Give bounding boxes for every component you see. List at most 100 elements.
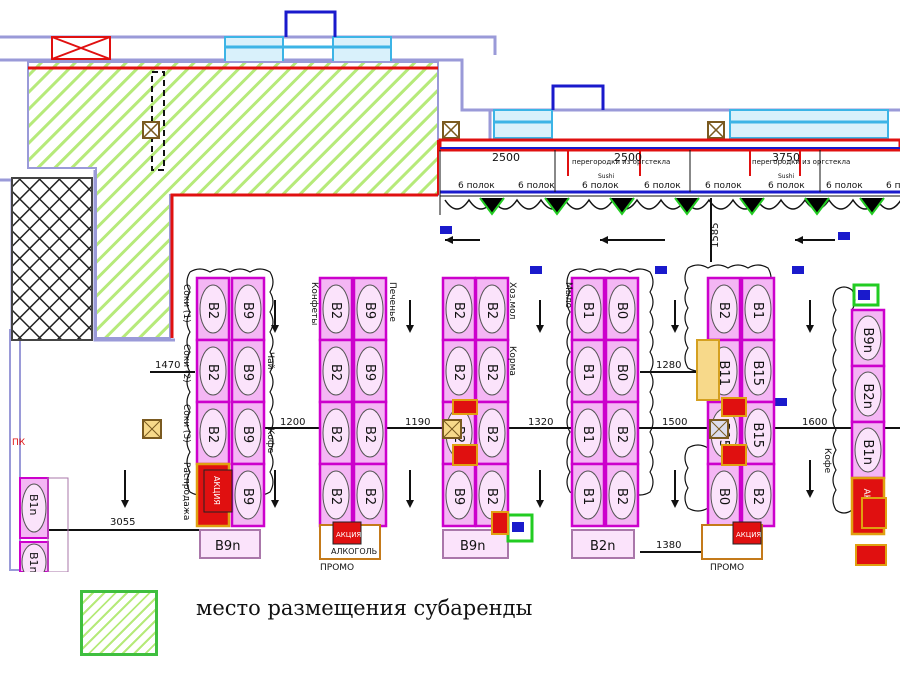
gondola-cell-oval bbox=[574, 470, 602, 520]
gondola-cell-label: B9n bbox=[860, 328, 875, 353]
gondola-cell-label: B2 bbox=[451, 302, 466, 319]
side-label-11: Мыло bbox=[563, 282, 573, 309]
dim-top-1: 2500 bbox=[492, 151, 520, 164]
gondola-cell-oval bbox=[608, 408, 636, 458]
gondola-cell-oval bbox=[478, 408, 506, 458]
gondola-cell-label: B2n bbox=[860, 384, 875, 409]
gondola-cell-label: B2 bbox=[451, 364, 466, 381]
gondola-cell-label: B9 bbox=[362, 364, 377, 381]
promo-tag-2: АКЦИЯ bbox=[736, 531, 761, 539]
shelf-label-1: 6 полок bbox=[458, 181, 495, 191]
shelf-label-7: 6 полок bbox=[826, 181, 863, 191]
dim-1190: 1190 bbox=[405, 417, 430, 428]
gondola-cell-label: B2 bbox=[328, 426, 343, 443]
gondola-cell-label: B1n bbox=[860, 440, 875, 465]
shelf-label-4: 6 полок bbox=[644, 181, 681, 191]
gondola-cell-oval bbox=[234, 470, 262, 520]
gondola-cell-oval bbox=[854, 315, 882, 361]
gondola-cell-label: B2 bbox=[614, 426, 629, 443]
sushi-label-2: Sushi bbox=[778, 173, 795, 180]
gondola-cell-oval bbox=[199, 408, 227, 458]
dim-1470: 1470 bbox=[155, 360, 180, 371]
gondola-cell-label: B9 bbox=[240, 426, 255, 443]
side-label-5: Кофе bbox=[265, 428, 275, 454]
gondola-cell-label: B2 bbox=[205, 426, 220, 443]
left-marker: ПК bbox=[12, 438, 26, 448]
gondola-cell-label: B1 bbox=[580, 488, 595, 505]
side-label-7: Конфеты bbox=[309, 282, 319, 325]
flow-arrows bbox=[121, 236, 835, 508]
side-label-1: Соки (1) bbox=[181, 284, 191, 323]
gondola-cell-oval bbox=[710, 470, 738, 520]
gondola-cell-oval bbox=[574, 408, 602, 458]
gondola-cell-oval bbox=[854, 427, 882, 473]
gondola-cell-label: B2 bbox=[328, 302, 343, 319]
left-gondolas: B1n B1n ПК bbox=[12, 438, 69, 572]
gondola-cell-oval bbox=[356, 470, 384, 520]
door-frames bbox=[284, 10, 605, 110]
exit-box bbox=[51, 36, 111, 60]
aisle-dimensions: 1585 1470 1200 1190 1320 1280 1500 1600 … bbox=[110, 223, 827, 551]
side-label-9: Корма bbox=[507, 346, 517, 376]
gondola-cell-oval bbox=[322, 346, 350, 396]
gondola-cell-oval bbox=[199, 346, 227, 396]
gondola-cell-label: B0 bbox=[614, 302, 629, 319]
zone-promo-1: ПРОМО bbox=[320, 563, 354, 572]
side-label-12: Кофе bbox=[822, 448, 832, 474]
top-shelf-band bbox=[438, 138, 900, 216]
gondola-cell-label: B2 bbox=[614, 488, 629, 505]
gondola-cell-oval bbox=[744, 346, 772, 396]
endcap-2: B9n bbox=[460, 539, 485, 554]
gondola-cell-label: B1 bbox=[580, 302, 595, 319]
top-labels: 2500 2500 3750 перегородки из оргстекла … bbox=[458, 151, 900, 191]
gondola-cell-oval bbox=[574, 284, 602, 334]
shelf-label-6: 6 полок bbox=[768, 181, 805, 191]
gondola-cell-label: B2 bbox=[328, 364, 343, 381]
gondola-cell-label: B15 bbox=[750, 361, 765, 386]
gondola-cell-oval bbox=[199, 284, 227, 334]
gondola-cell-oval bbox=[356, 346, 384, 396]
endcap-1: B9n bbox=[215, 539, 240, 554]
dim-1280: 1280 bbox=[656, 360, 681, 371]
gondola-cell-oval bbox=[608, 284, 636, 334]
gondola-cell-label: B0 bbox=[614, 364, 629, 381]
gondola-cell-label: B9 bbox=[451, 488, 466, 505]
zone-alcohol: АЛКОГОЛЬ bbox=[331, 547, 377, 556]
shelf-label-5: 6 полок bbox=[705, 181, 742, 191]
gondola-cell-oval bbox=[574, 346, 602, 396]
gondola-cell-label: B2 bbox=[205, 302, 220, 319]
side-label-8: Печенье bbox=[387, 282, 397, 322]
gondola-cell-oval bbox=[710, 284, 738, 334]
dim-1600: 1600 bbox=[802, 417, 827, 428]
gondola-cell-label: B1 bbox=[580, 364, 595, 381]
gondola-cell-label: B15 bbox=[750, 423, 765, 448]
camera-icons bbox=[440, 226, 850, 406]
left-cell-2: B1n bbox=[27, 552, 40, 572]
side-label-6: Чай bbox=[265, 352, 275, 370]
dim-3055: 3055 bbox=[110, 517, 135, 528]
gondola-cell-label: B0 bbox=[716, 488, 731, 505]
legend: место размещения субаренды bbox=[0, 572, 900, 679]
side-label-10: Хоз.мол bbox=[507, 282, 517, 319]
zone-promo-2: ПРОМО bbox=[710, 563, 744, 572]
gondola-cell-oval bbox=[322, 470, 350, 520]
gondola-cell-oval bbox=[445, 470, 473, 520]
side-labels: Соки (1) Соки (2) Соки (3) Распродажа Ко… bbox=[181, 282, 832, 520]
gondola-cell-label: B9 bbox=[240, 364, 255, 381]
gondola-cell-oval bbox=[356, 408, 384, 458]
gondola-cell-oval bbox=[234, 408, 262, 458]
storage-area bbox=[11, 177, 93, 341]
gondola-cell-label: B2 bbox=[328, 488, 343, 505]
gondola-cell-oval bbox=[608, 346, 636, 396]
gondola-cell-label: B2 bbox=[362, 488, 377, 505]
column-marker bbox=[142, 71, 725, 171]
legend-label: место размещения субаренды bbox=[196, 596, 533, 620]
legend-swatch bbox=[80, 590, 158, 656]
gondola-cell-label: B2 bbox=[484, 364, 499, 381]
promo-tag-3: АКЦИЯ bbox=[212, 476, 221, 505]
gondola-cell-label: B9 bbox=[240, 302, 255, 319]
side-label-2: Соки (2) bbox=[181, 344, 191, 383]
dim-1585: 1585 bbox=[710, 223, 721, 248]
product-tags bbox=[142, 339, 887, 566]
gondola-cell-oval bbox=[478, 284, 506, 334]
